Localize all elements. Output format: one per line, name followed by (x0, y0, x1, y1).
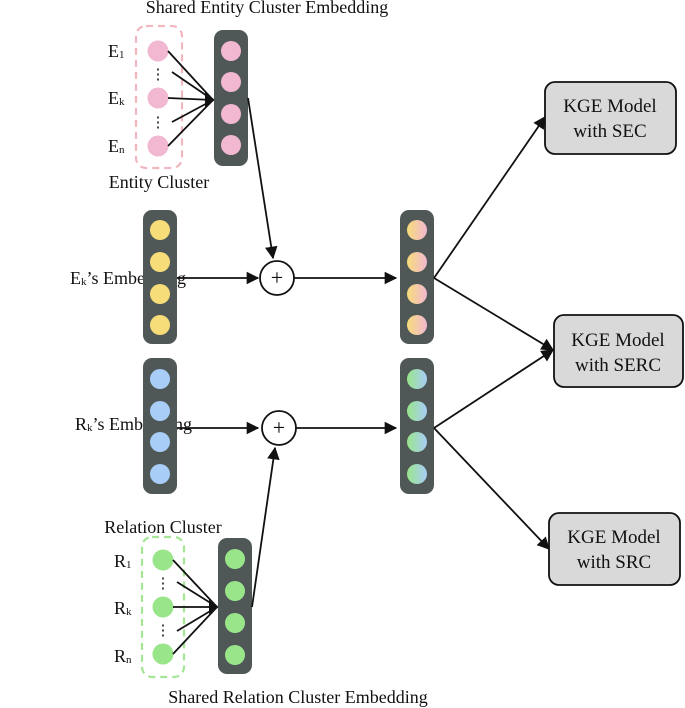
shared-entity-to-plus-arrow (247, 97, 278, 260)
combined-relation-cell-1 (407, 369, 427, 389)
shared-relation-cell-2 (225, 581, 245, 601)
combined-relation-cell-2 (407, 401, 427, 421)
shared-entity-cell-1 (221, 41, 241, 61)
relation-r1-node (152, 549, 174, 571)
shared-relation-embedding-column (218, 538, 252, 674)
combined-relation-cell-4 (407, 464, 427, 484)
shared-relation-cell-3 (225, 613, 245, 633)
shared-entity-cell-4 (221, 135, 241, 155)
output-arrows (433, 115, 555, 550)
model-serc-line1: KGE Model (571, 330, 664, 351)
rk-cell-3 (150, 432, 170, 452)
relation-cluster-label: Relation Cluster (104, 517, 221, 537)
rk-cell-1 (150, 369, 170, 389)
model-src-line1: KGE Model (567, 527, 660, 548)
combined-entity-cell-4 (407, 315, 427, 335)
model-sec-line2: with SEC (573, 121, 646, 142)
entity-cluster-label: Entity Cluster (109, 172, 210, 192)
combined-entity-cell-2 (407, 252, 427, 272)
relation-rk-label: Rk (114, 598, 132, 618)
ek-cell-2 (150, 252, 170, 272)
combined-relation-cell-3 (407, 432, 427, 452)
entity-fan-arrowhead (205, 92, 215, 107)
model-sec-line1: KGE Model (563, 96, 656, 117)
combined-entity-cell-3 (407, 284, 427, 304)
combined-entity-cell-1 (407, 220, 427, 240)
model-serc-line2: with SERC (575, 355, 661, 376)
combined-entity-embedding-column (400, 210, 434, 344)
shared-relation-cell-4 (225, 645, 245, 665)
model-box-src: KGE Model with SRC (548, 512, 681, 586)
relation-plus-symbol: + (273, 415, 285, 440)
shared-relation-to-plus-arrow (251, 446, 280, 608)
shared-relation-embedding-title: Shared Relation Cluster Embedding (168, 687, 427, 707)
relation-r1-label: R1 (114, 551, 132, 571)
shared-entity-embedding-title: Shared Entity Cluster Embedding (146, 0, 388, 17)
entity-en-label: En (108, 136, 125, 156)
relation-rk-node (152, 596, 174, 618)
ek-cell-3 (150, 284, 170, 304)
rk-cell-4 (150, 464, 170, 484)
entity-dots-2: ⋮ (151, 115, 166, 131)
ek-cell-4 (150, 315, 170, 335)
relation-dots-2: ⋮ (156, 623, 171, 639)
relation-fan-arrowhead (209, 600, 219, 614)
entity-en-node (147, 135, 169, 157)
model-box-sec: KGE Model with SEC (544, 81, 677, 155)
rk-embedding-column (143, 358, 177, 494)
model-src-line2: with SRC (577, 552, 651, 573)
relation-rn-label: Rn (114, 646, 132, 666)
ek-cell-1 (150, 220, 170, 240)
ek-embedding-column (143, 210, 177, 344)
combined-relation-embedding-column (400, 358, 434, 494)
relation-rn-node (152, 643, 174, 665)
entity-dots-1: ⋮ (151, 67, 166, 83)
entity-cluster-box (134, 24, 184, 170)
shared-entity-embedding-column (214, 30, 248, 166)
shared-relation-cell-1 (225, 549, 245, 569)
entity-plus-symbol: + (271, 265, 283, 290)
shared-entity-cell-2 (221, 72, 241, 92)
model-box-serc: KGE Model with SERC (553, 314, 684, 388)
shared-entity-cell-3 (221, 104, 241, 124)
rk-cell-2 (150, 401, 170, 421)
relation-dots-1: ⋮ (156, 576, 171, 592)
entity-ek-label: Ek (108, 88, 125, 108)
entity-e1-label: E1 (108, 41, 125, 61)
entity-e1-node (147, 40, 169, 62)
entity-ek-node (147, 87, 169, 109)
